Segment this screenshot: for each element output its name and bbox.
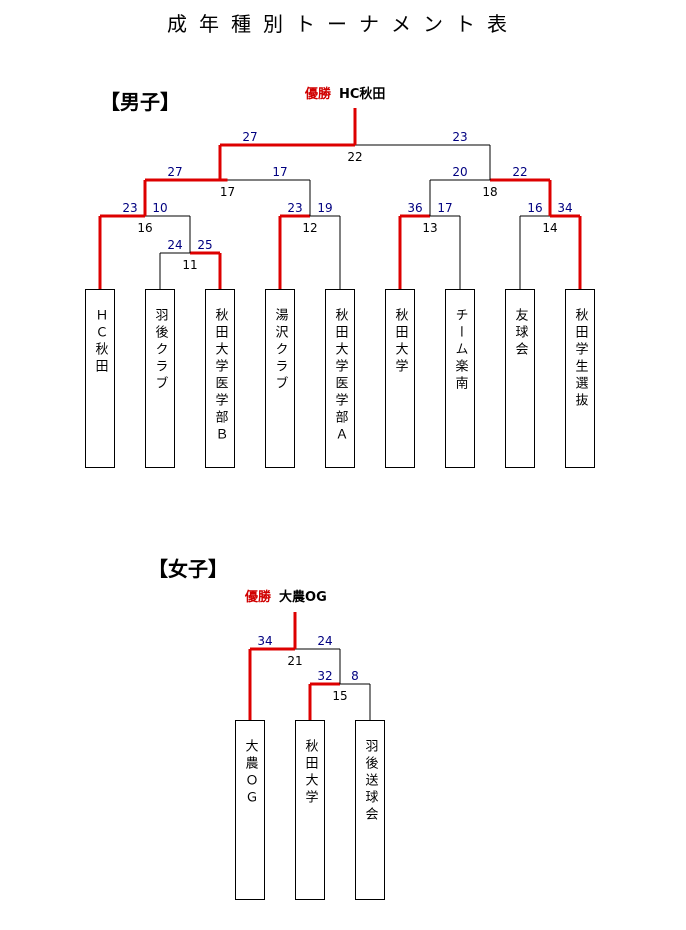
team-box: 秋田大学 — [385, 289, 415, 468]
women-winner-label: 優勝 — [245, 590, 272, 605]
score-left: 16 — [527, 201, 542, 215]
score-right: 17 — [437, 201, 452, 215]
score-left: 27 — [242, 130, 257, 144]
team-name: 秋田大学医学部Ａ — [332, 308, 348, 444]
match-number: 14 — [542, 221, 557, 235]
score-left: 32 — [317, 669, 332, 683]
score-left: 24 — [167, 238, 182, 252]
team-name: 秋田大学 — [392, 308, 408, 376]
team-box: 秋田大学医学部Ｂ — [205, 289, 235, 468]
score-right: 24 — [317, 634, 332, 648]
score-right: 17 — [272, 165, 287, 179]
match-number: 11 — [182, 258, 197, 272]
match-number: 21 — [287, 654, 302, 668]
score-right: 34 — [557, 201, 572, 215]
women-heading: 【女子】 — [148, 557, 228, 581]
team-box: 羽後クラブ — [145, 289, 175, 468]
team-name: ＨＣ秋田 — [92, 308, 108, 376]
team-name: チーム楽南 — [452, 308, 468, 393]
match-number: 17 — [220, 185, 235, 199]
women-winner-name: 大農OG — [279, 590, 327, 605]
match-number: 13 — [422, 221, 437, 235]
men-winner-label: 優勝 — [305, 87, 332, 102]
match-number: 18 — [482, 185, 497, 199]
team-box: 羽後送球会 — [355, 720, 385, 900]
score-left: 20 — [452, 165, 467, 179]
match-number: 12 — [302, 221, 317, 235]
team-name: 秋田学生選抜 — [572, 308, 588, 410]
team-name: 秋田大学 — [302, 739, 318, 807]
match-number: 15 — [332, 689, 347, 703]
team-name: 羽後送球会 — [362, 739, 378, 824]
team-box: 大農ＯＧ — [235, 720, 265, 900]
score-right: 8 — [351, 669, 359, 683]
men-heading: 【男子】 — [100, 90, 180, 114]
team-box: チーム楽南 — [445, 289, 475, 468]
team-name: 大農ＯＧ — [242, 739, 258, 807]
team-box: 湯沢クラブ — [265, 289, 295, 468]
score-right: 25 — [197, 238, 212, 252]
team-box: 友球会 — [505, 289, 535, 468]
men-winner: 優勝 HC秋田 — [305, 83, 385, 102]
team-name: 友球会 — [512, 308, 528, 359]
score-right: 22 — [512, 165, 527, 179]
men-winner-name: HC秋田 — [339, 87, 386, 102]
score-left: 36 — [407, 201, 422, 215]
team-box: 秋田大学医学部Ａ — [325, 289, 355, 468]
women-winner: 優勝大農OG — [245, 586, 327, 605]
team-name: 羽後クラブ — [152, 308, 168, 393]
score-right: 19 — [317, 201, 332, 215]
score-left: 27 — [167, 165, 182, 179]
team-name: 秋田大学医学部Ｂ — [212, 308, 228, 444]
team-box: 秋田大学 — [295, 720, 325, 900]
score-left: 23 — [122, 201, 137, 215]
page-title: 成年種別トーナメント表 — [167, 12, 519, 36]
match-number: 22 — [347, 150, 362, 164]
score-right: 10 — [152, 201, 167, 215]
score-right: 23 — [452, 130, 467, 144]
team-box: 秋田学生選抜 — [565, 289, 595, 468]
match-number: 16 — [137, 221, 152, 235]
team-name: 湯沢クラブ — [272, 308, 288, 393]
team-box: ＨＣ秋田 — [85, 289, 115, 468]
score-left: 23 — [287, 201, 302, 215]
score-left: 34 — [257, 634, 272, 648]
